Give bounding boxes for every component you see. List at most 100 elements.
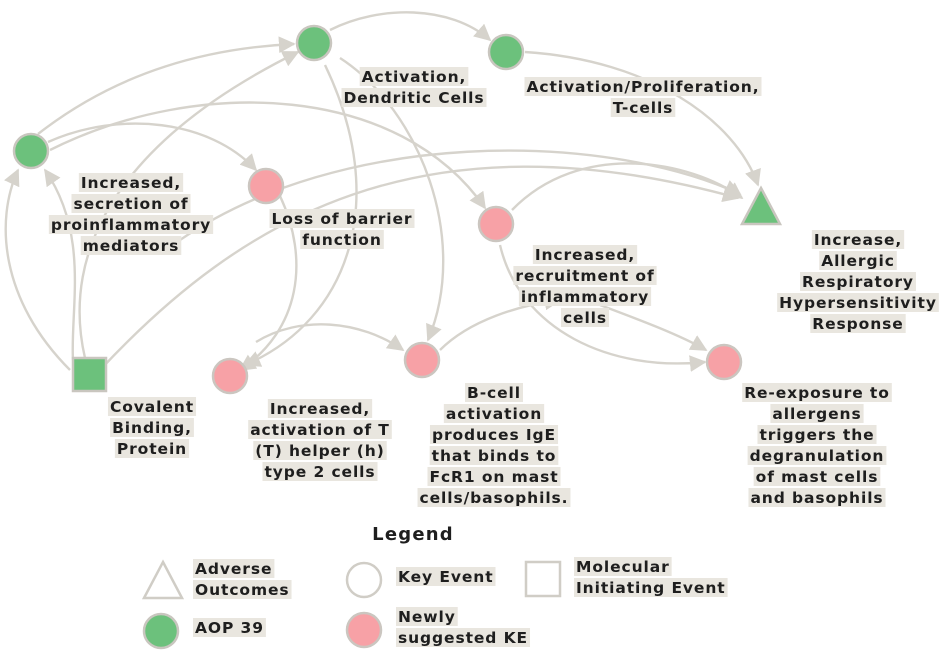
label-line: B-cell [467,384,521,402]
edge-activation-dc-to-activation-t [329,11,492,42]
label-background [267,399,373,418]
label-line: Dendritic Cells [343,89,484,107]
label-background [800,272,916,291]
label-line: inflammatory [521,288,649,306]
edge-secretion-to-activation-dc [37,36,296,135]
label-line: degranulation [750,447,885,465]
label-line: Initiating Event [576,579,726,597]
label-line: Increased, [81,174,181,192]
label-background [429,446,559,465]
edge-secretion-to-loss-barrier [47,122,258,172]
label-line: allergens [772,405,861,423]
label-background [560,308,610,327]
label-line: Covalent [110,398,194,416]
label-line: Activation, [362,68,467,86]
legend-newly-circle-icon [345,611,383,649]
label-background [518,287,652,306]
edge-activation-t-to-allergic [524,50,761,187]
legend-key-event-circle-icon [345,561,383,599]
label-background [443,404,545,423]
label-line: Increased, [270,400,370,418]
label-background [417,488,571,507]
edge-secretion-to-allergic [179,149,742,241]
label-background [193,580,292,599]
edge-covalent-to-allergic [99,165,740,371]
label-background [107,397,197,416]
label-th2: Increased,activation of T(T) helper (h)t… [248,399,392,481]
label-background [396,607,458,626]
label-background [396,567,496,586]
node-th2[interactable] [211,357,249,395]
label-background [78,173,184,192]
label-background [610,98,676,117]
label-activation-dc: Activation, Dendritic Cells [341,67,487,107]
label-background [574,557,672,576]
node-allergic-triangle[interactable] [739,185,783,226]
label-allergic: Increase,AllergicRespiratoryHypersensiti… [777,230,939,333]
label-background [396,628,531,647]
node-activation-dc[interactable] [295,24,333,62]
label-line: cells/basophils. [420,489,569,507]
label-reexposure: Re-exposure to allergens triggers the degra… [742,383,892,507]
label-background [110,418,194,437]
label-line: activation of T [250,421,390,439]
edge-recruitment-to-allergic [511,162,744,211]
label-background [300,230,384,249]
node-secretion[interactable] [12,132,50,170]
label-background [819,251,897,270]
node-covalent-square[interactable] [71,356,108,393]
label-line: mediators [83,237,180,255]
label-background [359,67,469,86]
label-line: triggers the [759,426,874,444]
label-line: (T) helper (h) [255,442,384,460]
label-line: proinflammatory [51,216,211,234]
label-line: Binding, [112,419,192,437]
legend-adverse-triangle-icon [141,559,185,600]
label-line: FcR1 on mast [429,468,558,486]
node-activation-t[interactable] [487,33,525,71]
label-line: Hypersensitivity [779,294,937,312]
label-background [193,559,275,578]
label-line: of mast cells [756,468,879,486]
edge-th2-to-bcell [255,323,405,351]
label-line: Loss of barrier [272,210,413,228]
edge-covalent-to-secretion [44,168,77,361]
label-line: function [302,231,382,249]
label-line: cells [563,309,607,327]
legend-mie-square-icon [524,560,562,598]
node-recruitment[interactable] [477,205,515,243]
legend-aop39-label: AOP 39 [193,618,266,637]
label-line: T-cells [613,99,674,117]
label-line: Increase, [814,231,902,249]
label-background [532,245,638,264]
legend-title: Legend [372,524,454,545]
label-background [465,383,523,402]
label-background [513,266,657,285]
label-background [811,230,905,249]
label-background [748,488,886,507]
edges [4,11,761,372]
node-reexposure[interactable] [705,343,743,381]
node-loss-barrier[interactable] [247,167,285,205]
label-line: produces IgE [432,426,556,444]
label-background [193,618,266,637]
label-background [753,467,881,486]
label-activation-t: Activation/Proliferation,T-cells [524,77,762,117]
label-line: activation [446,405,542,423]
label-line: Re-exposure to [744,384,890,402]
label-line: Increased, [535,246,635,264]
label-background [429,425,559,444]
label-background [524,77,762,96]
label-background [770,404,864,423]
node-bcell[interactable] [403,341,441,379]
label-line: secretion of [73,195,188,213]
label-line: recruitment of [515,267,654,285]
label-background [48,215,214,234]
edge-recruitment-to-reexposure-inner [498,244,707,372]
